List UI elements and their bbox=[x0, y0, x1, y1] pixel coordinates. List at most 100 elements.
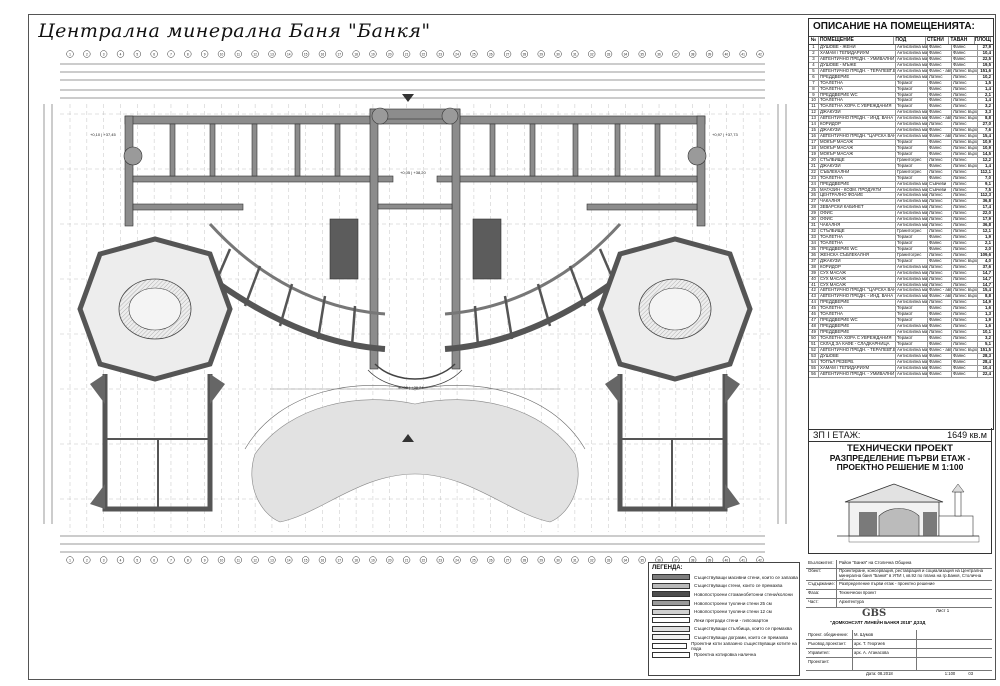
room-ceiling: Латекс bbox=[952, 306, 978, 312]
room-floor: Антислипна мат. bbox=[897, 116, 928, 122]
axis-bubble-label: 15 bbox=[304, 558, 308, 562]
room-area: 37,6 bbox=[982, 264, 991, 269]
legend-label: Съществуващи масивни стени, които се зап… bbox=[694, 574, 798, 580]
axis-bubble-label: 19 bbox=[371, 558, 375, 562]
room-no: 13 bbox=[809, 116, 819, 122]
room-floor: Антислипна мат. bbox=[897, 300, 928, 306]
room-area: 1,4 bbox=[985, 86, 991, 91]
sheet-title: Централна минерална Баня "Банкя" bbox=[38, 20, 431, 42]
room-ceiling: Латекс bbox=[952, 324, 978, 329]
room-floor: Антислипна мат. bbox=[897, 359, 928, 365]
room-table-title: ОПИСАНИЕ НА ПОМЕЩЕНИЯТА: bbox=[813, 21, 975, 32]
axis-bubble-label: 10 bbox=[220, 558, 224, 562]
room-floor: Антислипна мат. bbox=[897, 347, 928, 353]
legend-swatch bbox=[652, 634, 690, 641]
tb-client-value: Район "Банкя" на Столична Община bbox=[836, 560, 992, 568]
axis-bubble-label: 30 bbox=[556, 52, 560, 56]
axis-bubble-label: 24 bbox=[455, 52, 459, 56]
room-no: 37 bbox=[809, 258, 819, 264]
room-walls: Фаянс bbox=[928, 56, 952, 62]
legend-swatch bbox=[652, 608, 690, 615]
col-floor: ПОД bbox=[894, 37, 926, 44]
room-area: 112,1 bbox=[980, 169, 991, 174]
legend-item: Новопостроени тухлени стени 25 см bbox=[649, 599, 799, 608]
axis-bubble-label: 6 bbox=[153, 52, 155, 56]
room-ceiling: Латекс bbox=[952, 187, 978, 193]
axis-bubble-label: 1 bbox=[69, 52, 71, 56]
axis-bubble-label: 2 bbox=[86, 558, 88, 562]
room-table-header: № ПОМЕЩЕНИЕ ПОД СТЕНИ ТАВАН ПЛОЩ bbox=[809, 36, 993, 45]
room-walls: Фаянс bbox=[928, 92, 952, 98]
room-ceiling: Латекс bbox=[952, 312, 978, 318]
room-ceiling: Латекс върху bbox=[953, 110, 978, 116]
tb-part-key: Част: bbox=[808, 599, 819, 604]
axis-bubble: 26 bbox=[487, 556, 495, 564]
room-floor: Теракот bbox=[896, 98, 928, 104]
room-name: ТОАЛЕТНА bbox=[819, 98, 896, 104]
section-mark-a bbox=[402, 94, 414, 442]
axis-bubble-label: 38 bbox=[691, 52, 695, 56]
room-ceiling: Латекс върху bbox=[953, 294, 978, 300]
axis-bubble: 16 bbox=[318, 50, 327, 58]
axis-bubble: 34 bbox=[621, 556, 630, 564]
room-area: 3,2 bbox=[985, 104, 991, 109]
room-area: 1,9 bbox=[985, 235, 991, 239]
room-floor: Теракот bbox=[896, 240, 928, 246]
room-area: 3,2 bbox=[985, 335, 991, 340]
room-no: 22 bbox=[809, 169, 819, 175]
room-walls: Латекс bbox=[928, 211, 952, 217]
axis-bubble-label: 41 bbox=[741, 558, 745, 562]
room-floor: Антислипна мат. bbox=[897, 134, 928, 139]
legend-label: Съществуващи стълбища, които се премахва bbox=[694, 626, 792, 632]
legend-label: Леки прегради стени - гипсокартон bbox=[694, 617, 769, 623]
col-ceiling: ТАВАН bbox=[949, 37, 975, 44]
axis-bubble-label: 21 bbox=[405, 52, 409, 56]
room-walls: Латекс bbox=[928, 264, 952, 270]
room-floor: Гранитогрес bbox=[896, 169, 928, 175]
room-no: 28 bbox=[809, 205, 819, 211]
room-walls: Латекс bbox=[928, 169, 952, 175]
right-pavilion bbox=[597, 236, 753, 382]
axis-bubble-label: 8 bbox=[187, 558, 189, 562]
axis-bubble-label: 18 bbox=[354, 558, 358, 562]
room-walls: Фаянс bbox=[928, 80, 952, 86]
tb-footer-sheet: 03 bbox=[968, 671, 974, 676]
room-area: 10,9 bbox=[982, 145, 991, 150]
room-area: 1,4 bbox=[985, 98, 991, 103]
tb-client-key: Възложител: bbox=[808, 560, 834, 565]
room-ceiling: Латекс върху bbox=[953, 140, 978, 145]
tb-part: Част: Архитектура bbox=[806, 599, 992, 608]
axis-bubble: 32 bbox=[588, 50, 596, 58]
room-floor: Антислипна мат. bbox=[897, 264, 928, 270]
room-area: 1,6 bbox=[985, 324, 991, 329]
room-ceiling: Фаянс bbox=[952, 359, 978, 365]
room-name: ОФИС bbox=[819, 211, 896, 217]
axis-bubble: 21 bbox=[402, 556, 411, 564]
tb-phase: Фаза: Технически проект bbox=[806, 590, 992, 599]
tb-footer-date: Дата: 08.2018 bbox=[866, 671, 893, 676]
tb-object-key: Обект: bbox=[808, 568, 822, 573]
room-ceiling: Латекс bbox=[952, 211, 978, 217]
axis-bubble: 17 bbox=[335, 50, 343, 58]
room-walls: Фаянс bbox=[928, 110, 952, 116]
room-no: 33 bbox=[809, 235, 819, 240]
room-area: 8,8 bbox=[985, 294, 991, 299]
room-floor: Теракот bbox=[896, 145, 928, 151]
col-area: ПЛОЩ bbox=[974, 37, 991, 43]
room-ceiling: Латекс bbox=[952, 80, 978, 86]
axis-bubble-label: 27 bbox=[506, 52, 510, 56]
axis-bubble-label: 18 bbox=[354, 52, 358, 56]
room-ceiling: Латекс bbox=[952, 98, 978, 104]
room-name: ОФИС bbox=[819, 217, 896, 223]
room-area: 4,0 bbox=[985, 258, 991, 263]
axis-bubble-label: 2 bbox=[86, 52, 88, 56]
room-area: 151,6 bbox=[980, 68, 991, 73]
room-name: ПРЕДДВЕРИЕ WC bbox=[819, 92, 896, 98]
